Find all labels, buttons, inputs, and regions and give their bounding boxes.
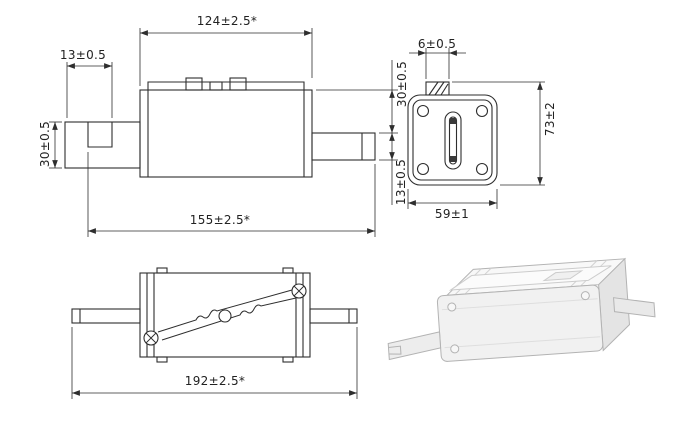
end-view (407, 81, 498, 186)
isometric-view (387, 257, 656, 362)
front-view-dimensions (49, 28, 398, 237)
top-view-dimensions (71, 327, 358, 399)
dim-top-overall-length-label: 192±2.5* (184, 374, 246, 388)
dim-front-width-top-label: 124±2.5* (196, 14, 258, 28)
dim-end-width-label: 59±1 (434, 207, 470, 221)
front-view (64, 77, 376, 178)
dim-end-height-label: 73±2 (543, 101, 557, 137)
dim-front-blade-notch-label: 13±0.5 (59, 48, 107, 62)
dim-front-width-bottom-label: 155±2.5* (189, 213, 251, 227)
dim-front-right-upper-label: 30±0.5 (395, 60, 409, 108)
dim-front-blade-height-label: 30±0.5 (38, 120, 52, 168)
dim-end-tab-width-label: 6±0.5 (417, 37, 457, 51)
dim-front-right-lower-label: 13±0.5 (394, 158, 408, 206)
end-view-dimensions (407, 48, 545, 209)
top-view (71, 267, 358, 363)
